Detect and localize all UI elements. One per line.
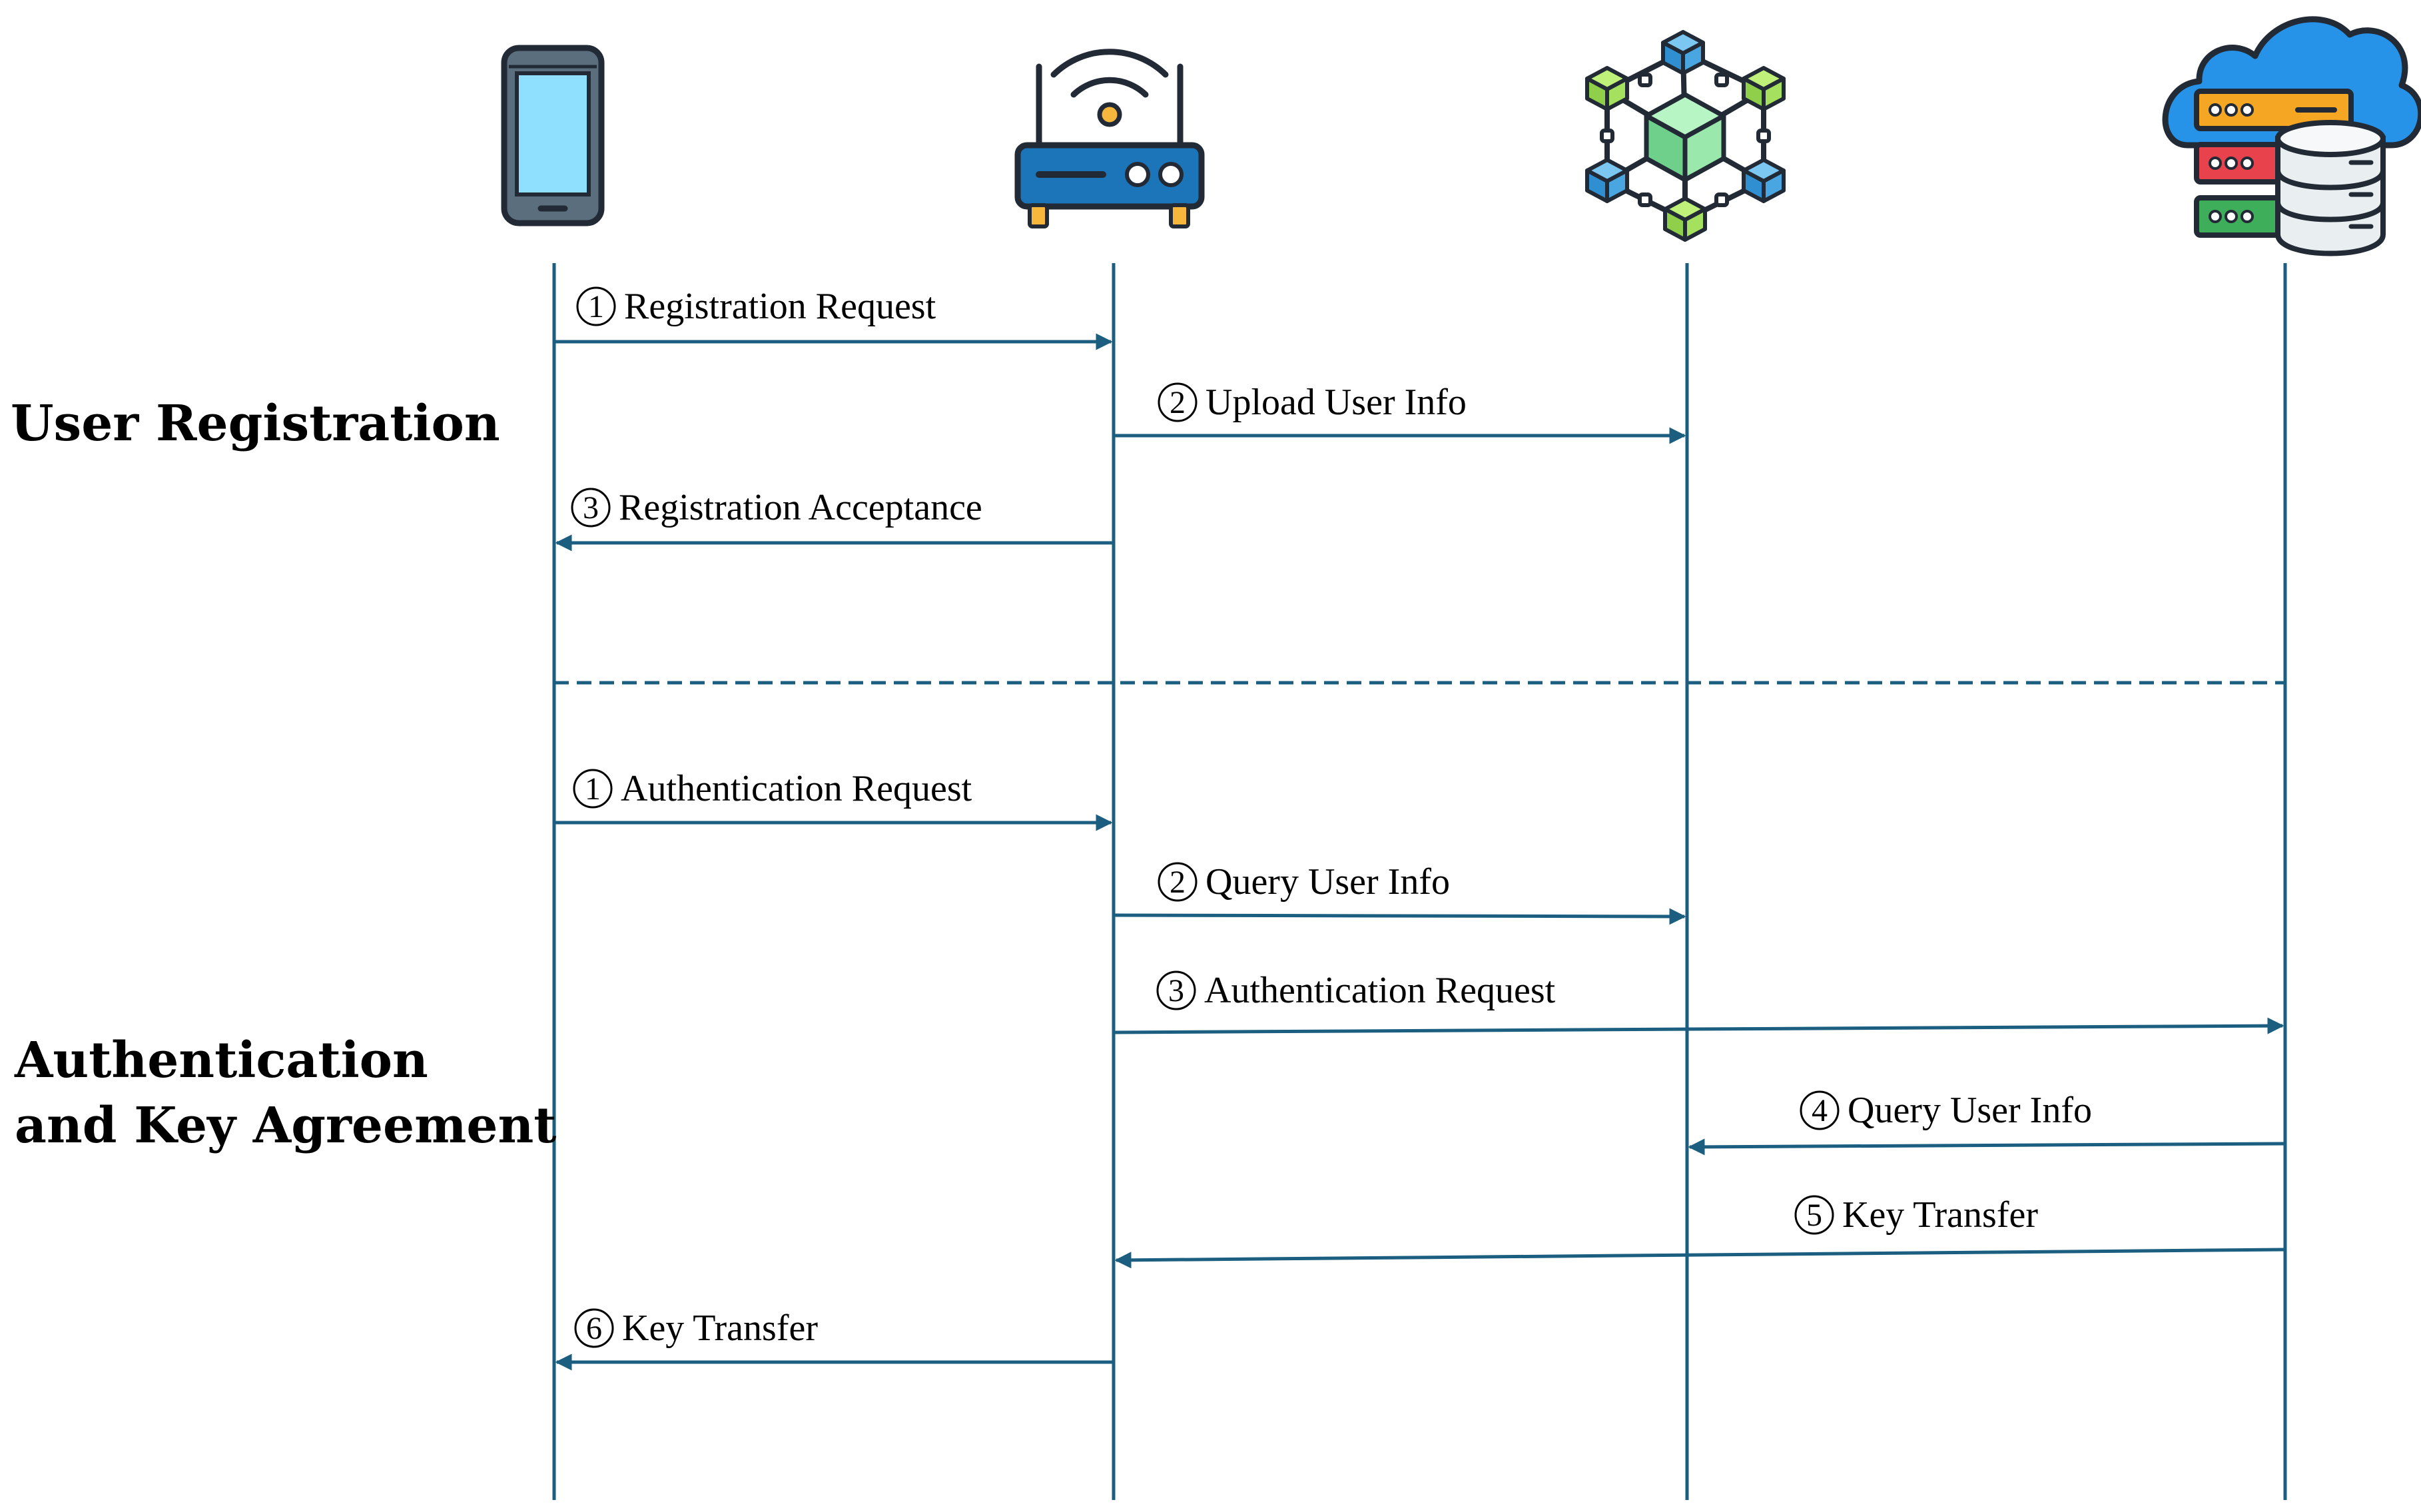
message-label: Registration Request — [624, 286, 936, 327]
message-auth-1: 1 Authentication Request — [554, 768, 1113, 831]
step-number-circle — [573, 769, 613, 809]
step-number-circle — [1800, 1090, 1840, 1130]
wifi-router-icon — [1014, 49, 1205, 228]
message-label: Authentication Request — [621, 768, 972, 809]
step-number: 6 — [586, 1311, 602, 1346]
step-number-circle — [1156, 970, 1196, 1010]
step-number: 1 — [585, 771, 601, 807]
phase-title-auth: Authentication and Key Agreement — [14, 1032, 556, 1154]
message-auth-2: 2 Query User Info — [1113, 861, 1686, 925]
message-label: Query User Info — [1206, 861, 1450, 903]
message-arrow — [1688, 1138, 2286, 1156]
step-number-circle — [576, 286, 616, 326]
step-number: 3 — [1168, 973, 1184, 1008]
lifelines — [552, 263, 2287, 1500]
message-label: Authentication Request — [1204, 970, 1556, 1011]
message-auth-5: 5 Key Transfer — [1114, 1194, 2286, 1269]
step-number-circle — [574, 1308, 614, 1348]
message-label: Query User Info — [1848, 1090, 2092, 1131]
smartphone-icon — [501, 45, 605, 226]
message-auth-4: 4 Query User Info — [1688, 1090, 2286, 1156]
step-number-circle — [1158, 382, 1198, 422]
message-registration-3: 3 Registration Acceptance — [555, 487, 1114, 552]
message-label: Upload User Info — [1206, 382, 1467, 423]
cloud-server-database-icon — [2162, 16, 2421, 256]
message-label: Registration Acceptance — [619, 487, 982, 528]
step-number-circle — [571, 488, 611, 528]
message-auth-3: 3 Authentication Request — [1113, 970, 2284, 1034]
message-auth-6: 6 Key Transfer — [555, 1308, 1114, 1371]
step-number: 4 — [1812, 1093, 1828, 1128]
blockchain-network-icon — [1585, 30, 1786, 242]
step-number-circle — [1794, 1195, 1834, 1235]
message-registration-2: 2 Upload User Info — [1114, 382, 1686, 444]
message-label: Key Transfer — [1842, 1194, 2038, 1236]
step-number: 3 — [583, 490, 599, 526]
phase-title-registration: User Registration — [11, 395, 500, 452]
message-arrow — [1113, 1017, 2284, 1034]
message-arrow — [1113, 908, 1686, 925]
step-number: 5 — [1806, 1198, 1822, 1233]
message-registration-1: 1 Registration Request — [554, 286, 1113, 350]
step-number-circle — [1158, 862, 1198, 902]
step-number: 2 — [1170, 385, 1186, 420]
step-number: 1 — [588, 289, 604, 324]
message-arrow — [1114, 1248, 2286, 1269]
step-number: 2 — [1170, 865, 1186, 900]
message-label: Key Transfer — [622, 1308, 818, 1349]
